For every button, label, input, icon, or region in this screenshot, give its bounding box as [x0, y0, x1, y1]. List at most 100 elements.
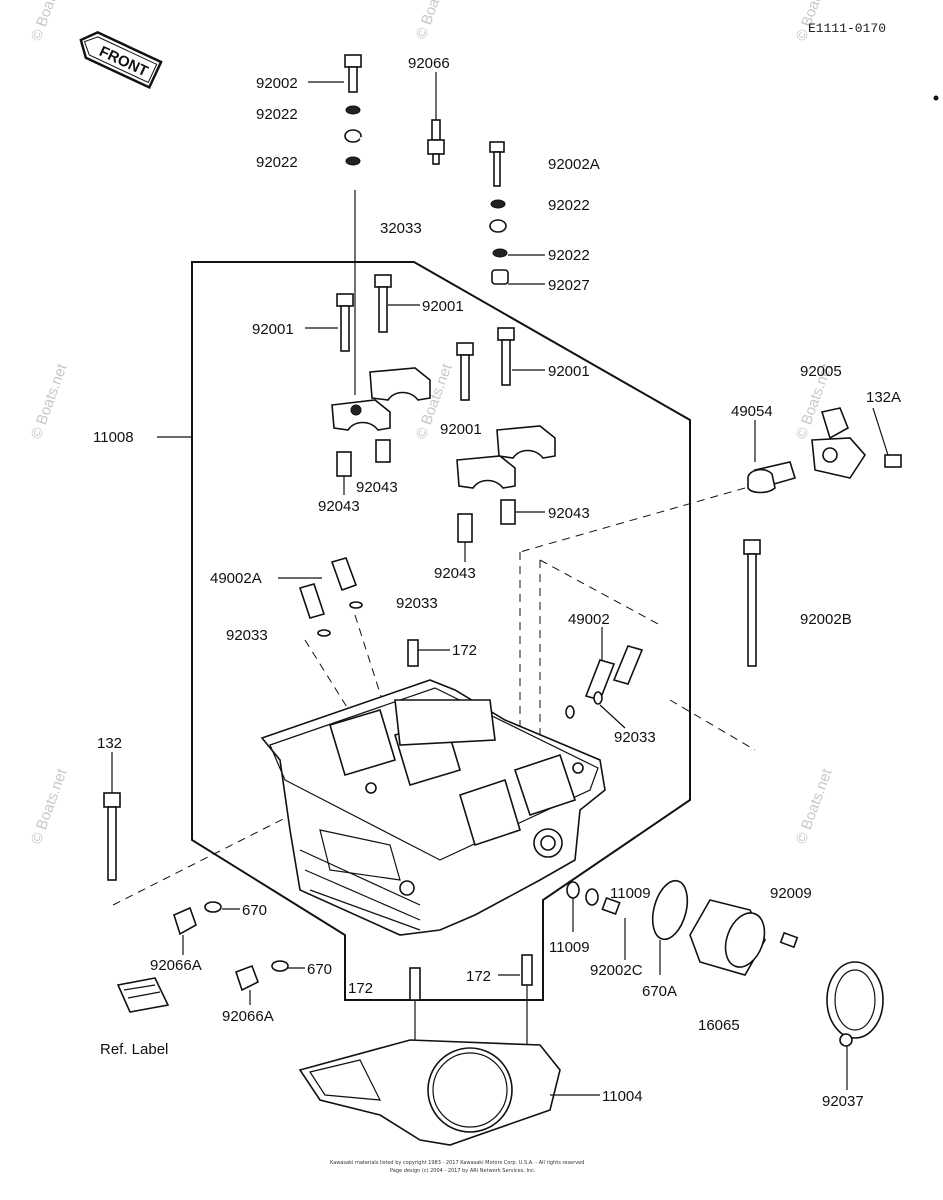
part-labels: 92002 92066 92022 92022 92002A 92022 320…: [93, 55, 901, 1110]
part-label: 11009: [610, 885, 651, 902]
cam-cap: [496, 425, 556, 459]
part-label: 11008: [93, 429, 134, 446]
cam-cap: [369, 367, 431, 401]
assembly-frame: [191, 261, 691, 1001]
cooling-fins: [299, 849, 421, 931]
part-label: 92002: [256, 75, 298, 92]
housing-body: [811, 437, 867, 479]
plug: [234, 964, 260, 992]
cam-journal: [513, 753, 577, 817]
bolt-head: [497, 327, 515, 341]
bolt-shank: [460, 354, 470, 401]
gasket-oil-passage: [309, 1059, 382, 1101]
part-label: 92033: [396, 595, 438, 612]
part-label: 92002C: [590, 962, 643, 979]
exhaust-parts: [566, 879, 884, 1090]
housing-neck: [820, 407, 850, 440]
part-label: 92001: [548, 363, 590, 380]
leader-line: [872, 407, 889, 456]
front-arrow-icon: FRONT: [79, 31, 163, 90]
plugs: [173, 901, 289, 992]
washer: [345, 156, 361, 166]
bolt-shank: [747, 553, 757, 667]
part-label: 92001: [252, 321, 294, 338]
part-label: 92001: [422, 298, 464, 315]
camshaft-caps: [331, 367, 556, 489]
bolt-shank: [348, 66, 358, 93]
head-gasket: [298, 1039, 600, 1146]
part-label: 92043: [548, 505, 590, 522]
circlip: [565, 705, 575, 719]
valve-guide: [612, 645, 644, 685]
diagram-code: E1111-0170: [808, 21, 886, 36]
circlip: [593, 691, 603, 705]
part-label: 92033: [226, 627, 268, 644]
oil-pipe-assembly: [344, 54, 509, 395]
o-ring: [204, 901, 222, 913]
part-label: 92022: [548, 247, 590, 264]
head-gasket-surface: [269, 687, 599, 861]
part-label: 92043: [318, 498, 360, 515]
bolt-head: [374, 274, 392, 288]
valve-chamber: [394, 699, 496, 746]
part-label: 92001: [440, 421, 482, 438]
head-port: [399, 880, 415, 896]
dashed-line: [354, 614, 396, 741]
bolt-shank: [378, 286, 388, 333]
label-leaders: [111, 72, 626, 1005]
valve-guide: [330, 557, 358, 592]
part-label: 92022: [256, 106, 298, 123]
plug: [173, 906, 197, 936]
copyright-line: Kawasaki materials listed by copyright 1…: [330, 1160, 584, 1166]
cam-cap: [331, 399, 391, 431]
part-label: 132: [97, 735, 122, 752]
dowel-pin: [500, 499, 516, 525]
dashed-line: [669, 699, 756, 751]
sensor-tip: [431, 119, 441, 141]
watermark: © Boats.net: [413, 0, 456, 41]
part-label: 92066A: [222, 1008, 274, 1025]
part-label: 49054: [731, 403, 773, 420]
bolt-head: [336, 293, 354, 307]
bolt-head: [779, 931, 799, 949]
clamp: [826, 961, 884, 1039]
part-label: 92022: [548, 197, 590, 214]
watermark: © Boats.net: [28, 361, 71, 441]
clamp-bolt: [839, 1033, 853, 1047]
reference-label-part: [116, 977, 170, 1013]
dot-mark: [933, 95, 939, 101]
part-label: 92027: [548, 277, 590, 294]
watermark: © Boats.net: [28, 766, 71, 846]
sensor-body: [427, 139, 445, 155]
watermark: © Boats.net: [793, 766, 836, 846]
thermostat-housing: [747, 407, 902, 494]
part-label: 11004: [602, 1088, 643, 1105]
cam-journal: [329, 709, 396, 776]
bolt-shank: [501, 339, 511, 386]
part-label: 49002A: [210, 570, 262, 587]
gasket-ring: [651, 879, 689, 941]
pipe-banjo: [489, 219, 507, 233]
bolt-head: [456, 342, 474, 356]
gasket-bore-ring: [432, 1052, 508, 1128]
circlip: [317, 629, 331, 637]
part-label: 16065: [698, 1017, 740, 1034]
cam-cap: [456, 455, 516, 489]
gasket-bore: [427, 1047, 513, 1133]
part-label: 92037: [822, 1093, 864, 1110]
clamp-inner: [834, 969, 876, 1031]
bolt-shank: [493, 151, 501, 187]
part-label: 132A: [866, 389, 901, 406]
part-label: 92005: [800, 363, 842, 380]
part-label: 92043: [356, 479, 398, 496]
circlip: [349, 601, 363, 609]
camshaft-cap-bolts: [336, 274, 515, 401]
part-label: 670A: [642, 983, 677, 1000]
bolt-head: [601, 896, 621, 916]
bolt-hole: [572, 762, 584, 774]
sensor-thread: [432, 153, 440, 165]
part-label: 670: [242, 902, 267, 919]
part-label: 32033: [380, 220, 422, 237]
bolt-132: [103, 792, 121, 881]
